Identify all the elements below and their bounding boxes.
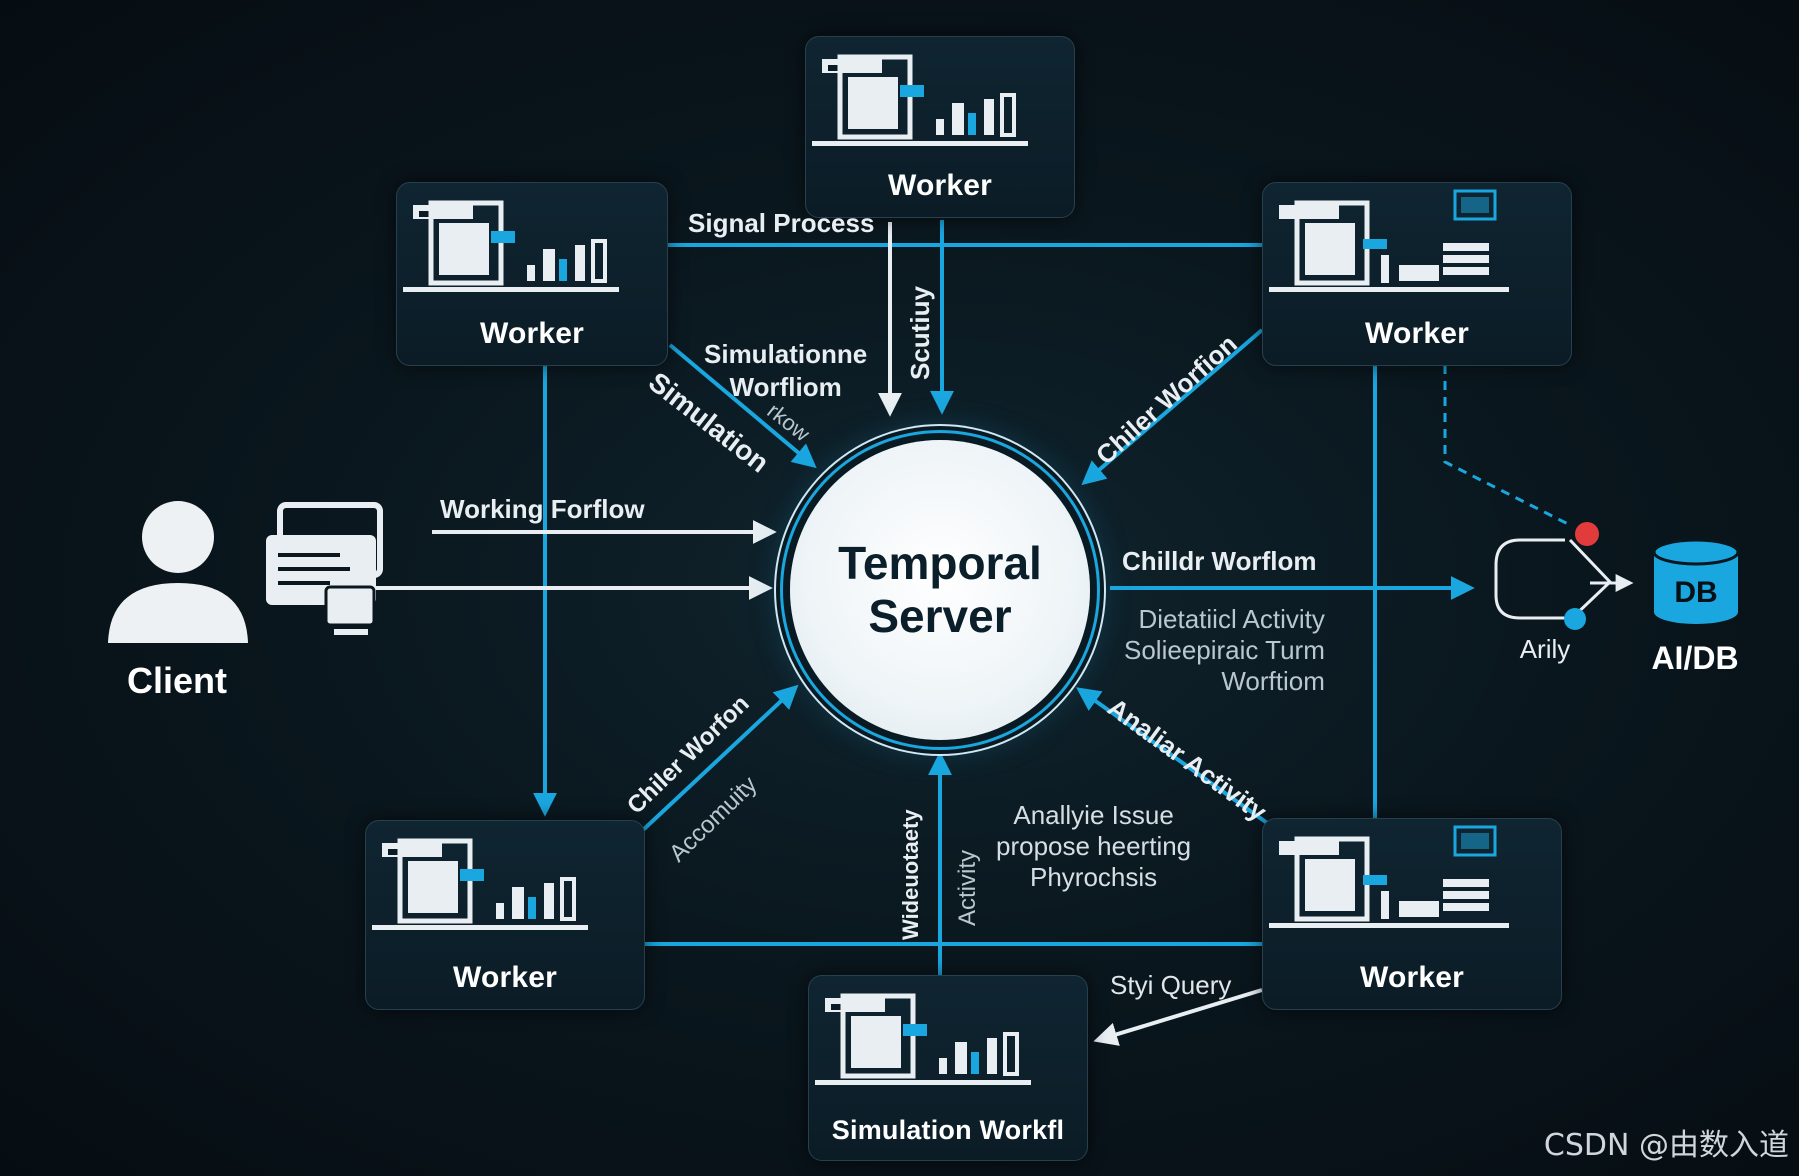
db-title: AI/DB <box>1651 640 1739 676</box>
server-rack-icon <box>1263 183 1533 303</box>
server-title: Temporal Server <box>838 537 1042 642</box>
worker-title: Worker <box>1364 317 1470 350</box>
client-figure <box>108 501 383 643</box>
server-rack-icon <box>1263 819 1523 939</box>
temporal-server-node[interactable]: Temporal Server <box>790 440 1090 740</box>
client-label: Client <box>126 660 227 701</box>
arrow-bottomleft-to-server <box>641 684 799 832</box>
label-activity-vertical: Activity <box>954 849 981 926</box>
database-icon: DB <box>1652 538 1740 624</box>
user-icon-body <box>108 583 248 643</box>
arrow-topleft-to-server <box>668 343 817 469</box>
worker-node-bottom-left[interactable]: Worker <box>365 820 645 1010</box>
arrow-bottomright-to-server <box>1076 687 1272 827</box>
watermark: CSDN @由数入道 <box>1543 1128 1789 1163</box>
label-dietatiicl-block: Dietatiicl Activity Solieepiraic Turm Wo… <box>1124 604 1325 697</box>
worker-title: Worker <box>479 317 585 350</box>
worker-title: Simulation Workfl <box>831 1115 1065 1145</box>
label-styi-query: Styi Query <box>1110 970 1232 1000</box>
worker-title: Worker <box>1359 961 1465 994</box>
worker-title: Worker <box>887 169 993 202</box>
machine-icon <box>397 183 627 303</box>
label-simulationne-worfliom: Simulationne Worfliom <box>704 339 868 402</box>
arrow-topright-to-server <box>1081 328 1264 486</box>
label-wideuotaety: Wideuotaety <box>898 809 923 940</box>
worker-node-top-right[interactable]: Worker <box>1262 182 1572 366</box>
worker-node-top-left[interactable]: Worker <box>396 182 668 366</box>
documents-icon <box>266 502 383 635</box>
db-icon-text: DB <box>1674 576 1717 609</box>
machine-icon <box>806 37 1036 157</box>
label-signal-process: Signal Process <box>688 208 875 238</box>
dashed-link-db <box>1443 365 1571 527</box>
status-dot-red <box>1575 522 1599 546</box>
worker-node-bottom-right[interactable]: Worker <box>1262 818 1562 1010</box>
label-analyie-block: Anallyie Issue propose heerting Phyrochs… <box>996 800 1192 893</box>
db-connector-label: Arily <box>1519 634 1571 664</box>
worker-node-bottom[interactable]: Simulation Workfl <box>808 975 1088 1161</box>
db-connector-chevron <box>1568 538 1613 622</box>
worker-node-top[interactable]: Worker <box>805 36 1075 218</box>
machine-icon <box>366 821 596 941</box>
label-chilldr-worflom: Chilldr Worflom <box>1122 546 1317 576</box>
label-working-forflow: Working Forflow <box>440 494 645 524</box>
machine-icon <box>809 976 1039 1096</box>
arrow-styi-query <box>1093 988 1263 1046</box>
user-icon-head <box>142 501 214 573</box>
db-connector-bracket <box>1494 538 1565 620</box>
label-scutiuy: Scutiuy <box>905 286 935 380</box>
worker-title: Worker <box>452 961 558 994</box>
status-dot-blue <box>1564 608 1586 630</box>
